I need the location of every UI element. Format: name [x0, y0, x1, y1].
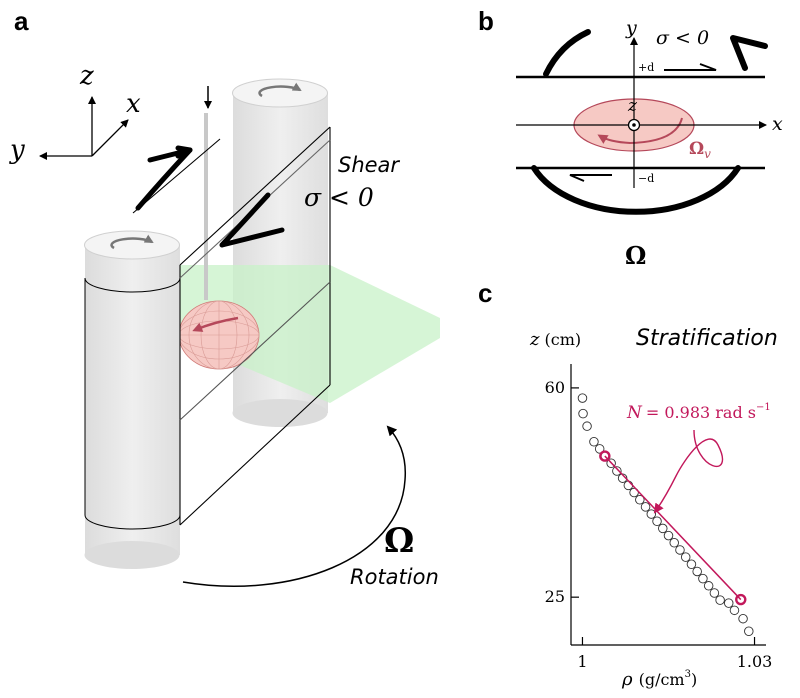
data-point	[698, 573, 708, 584]
fit-line	[604, 455, 742, 601]
data-point	[686, 559, 697, 570]
shear-condition-b: σ < 0	[656, 27, 709, 49]
outer-arc-upper	[543, 29, 591, 77]
data-point	[669, 538, 679, 548]
x-axis-arrow	[91, 119, 129, 157]
b-z-label: z	[627, 96, 638, 116]
wall-top-arrow	[664, 63, 717, 71]
x-axis-label: x	[126, 89, 141, 119]
rotation-symbol-b: Ω	[625, 241, 646, 270]
y-tick-label: 25	[545, 587, 565, 606]
data-point	[589, 436, 599, 447]
x-tick-label: 1	[577, 652, 587, 671]
chart-title: Stratification	[636, 326, 778, 351]
vortex-2d-rotation-arrow	[597, 117, 683, 145]
panel-a: a z x y	[9, 6, 440, 589]
annotation-arrow	[653, 429, 724, 514]
data-point	[744, 626, 754, 636]
panel-b: b y x z σ < 0 +d −d Ωv Ω	[478, 6, 783, 270]
data-point	[738, 613, 748, 624]
top-wall-label: +d	[638, 61, 654, 74]
data-point	[703, 581, 714, 591]
shear-arrow-lower	[219, 192, 285, 248]
panel-c: c Stratification z(cm) ρ(g/cm3) 1 1.03 25 6…	[478, 278, 778, 690]
data-point	[623, 480, 634, 491]
x-tick-label: 1.03	[737, 652, 773, 671]
cylinder-back-rotation-arrow	[258, 82, 302, 98]
rotation-symbol-a: Ω	[384, 521, 414, 561]
cylinder-front-rotation-arrow	[110, 234, 154, 250]
data-point	[646, 509, 657, 519]
panel-c-label: c	[478, 278, 492, 308]
horizontal-plane	[180, 265, 440, 403]
y-tick-label: 60	[545, 378, 565, 397]
data-point	[635, 494, 645, 505]
shear-arrow-upper-head	[147, 147, 193, 163]
data-point	[658, 523, 668, 534]
chart-marks	[577, 393, 754, 636]
data-point	[606, 458, 616, 468]
vortex-label: Ωv	[689, 139, 711, 161]
stratification-annotation: N= 0.983 rad s−1	[626, 402, 771, 423]
vortex-3d	[178, 300, 260, 370]
rotation-label: Rotation	[350, 565, 439, 589]
data-point	[612, 466, 622, 476]
vortex-3d-rotation-arrow	[192, 316, 239, 332]
panel-a-label: a	[14, 6, 29, 36]
data-point	[577, 393, 588, 403]
data-point	[723, 598, 734, 608]
shear-label: Shear	[338, 153, 400, 177]
b-y-label: y	[625, 17, 637, 39]
outer-rotation-arrowhead	[730, 35, 768, 71]
data-point	[663, 530, 674, 541]
y-axis-title: z(cm)	[529, 329, 581, 350]
cylinder-front	[84, 230, 181, 569]
data-point	[729, 605, 740, 616]
b-x-label: x	[772, 113, 783, 135]
data-point	[675, 545, 685, 555]
data-point	[680, 552, 691, 562]
z-axis-label: z	[79, 61, 94, 91]
data-point	[709, 588, 720, 598]
data-point	[582, 421, 592, 431]
data-point	[578, 408, 588, 419]
shear-condition-a: σ < 0	[304, 183, 374, 212]
outer-arc-lower	[531, 165, 741, 215]
y-axis-label: y	[9, 135, 25, 165]
fit-endpoint	[735, 593, 747, 606]
data-point	[715, 595, 725, 605]
rotation-arrow	[182, 425, 407, 587]
data-point	[652, 516, 662, 526]
x-axis-title: ρ(g/cm3)	[621, 669, 697, 690]
panel-b-label: b	[478, 6, 494, 36]
data-point	[640, 502, 651, 512]
wall-bottom-arrow	[569, 174, 612, 182]
chart-axes: 1 1.03 25 60	[545, 364, 773, 671]
data-point	[594, 444, 605, 454]
data-point	[692, 566, 702, 577]
bottom-wall-label: −d	[638, 172, 654, 185]
fit-endpoint	[599, 450, 611, 462]
axes-triad: z x y	[9, 61, 141, 165]
